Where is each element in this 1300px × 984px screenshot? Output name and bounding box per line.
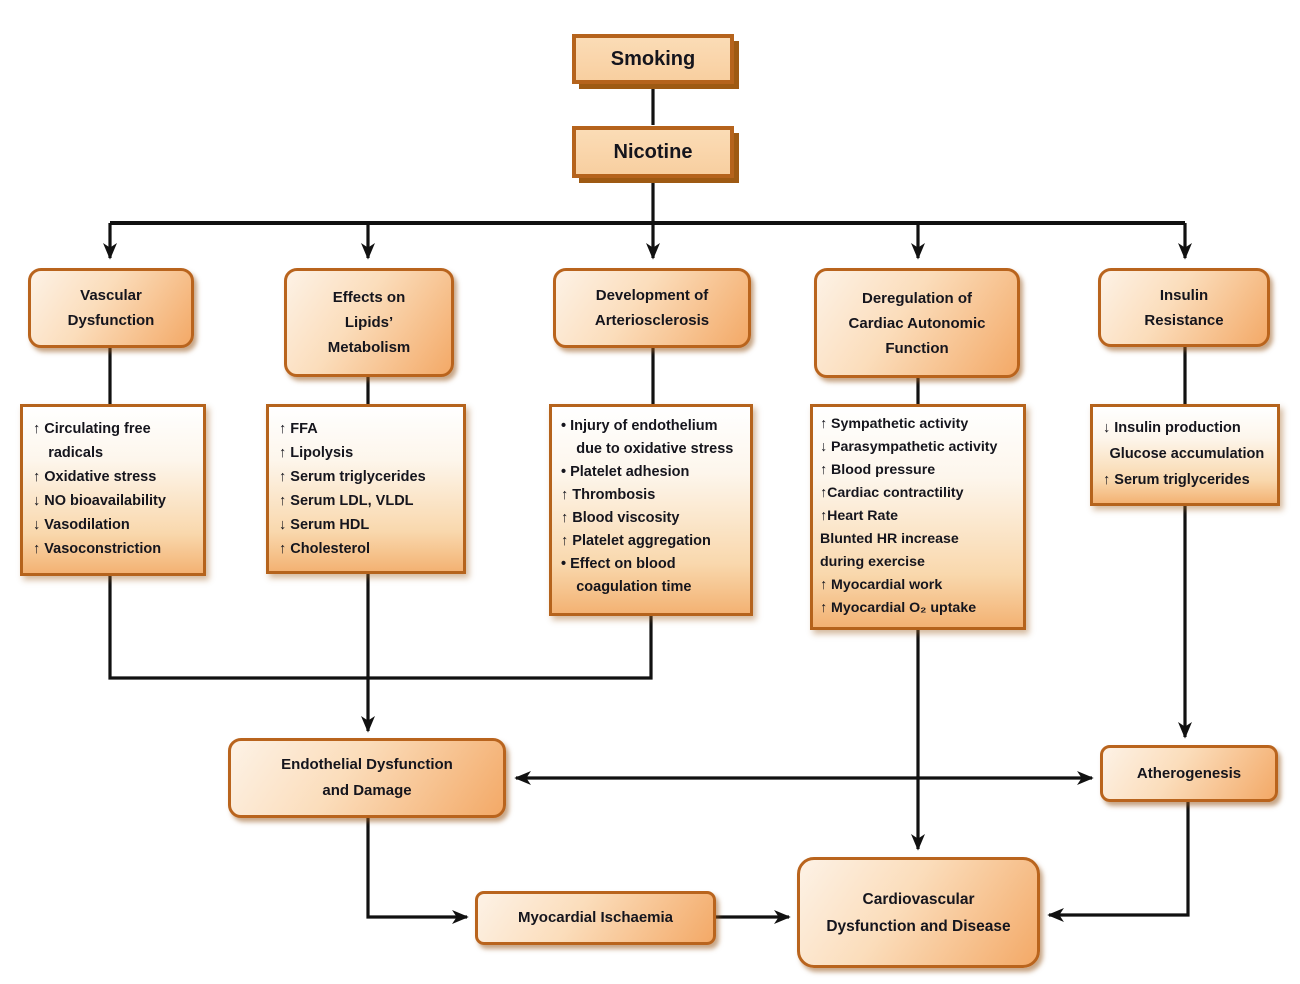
node-vascular-dysfunction: Vascular Dysfunction xyxy=(28,268,194,348)
edge-endothelial-myocardial xyxy=(366,818,469,924)
list-item: ↑Heart Rate xyxy=(820,508,899,524)
node-arteriosclerosis: Development of Arteriosclerosis xyxy=(553,268,751,348)
node-lipids-metabolism: Effects on Lipids’ Metabolism xyxy=(284,268,454,377)
list-item: ↑ Lipolysis xyxy=(279,445,354,461)
list-item: ↑ Myocardial O₂ uptake xyxy=(820,600,977,616)
list-item: ↑ Serum LDL, VLDL xyxy=(279,493,414,509)
detail-list: ↓ Insulin production Glucose accumulatio… xyxy=(1093,407,1277,493)
detail-lipids-metabolism: ↑ FFA ↑ Lipolysis ↑ Serum triglycerides … xyxy=(266,404,466,574)
list-item: • Effect on blood coagulation time xyxy=(561,556,692,595)
list-item: ↑ Cholesterol xyxy=(279,541,371,557)
node-insulin-resistance-label: Insulin Resistance xyxy=(1144,286,1224,329)
list-item: ↑ Platelet aggregation xyxy=(561,533,711,549)
node-vascular-dysfunction-label: Vascular Dysfunction xyxy=(67,287,155,329)
node-endothelial-dysfunction: Endothelial Dysfunction and Damage xyxy=(228,738,506,818)
list-item: ↓ Insulin production xyxy=(1103,420,1241,436)
list-item: ↑ Oxidative stress xyxy=(33,469,157,485)
node-cardiovascular-disease-label: Cardiovascular Dysfunction and Disease xyxy=(826,890,1011,935)
node-endothelial-dysfunction-label: Endothelial Dysfunction and Damage xyxy=(281,756,453,799)
list-item: ↑Cardiac contractility xyxy=(820,485,964,501)
detail-cardiac-autonomic: ↑ Sympathetic activity ↓ Parasympathetic… xyxy=(810,404,1026,630)
node-cardiac-autonomic: Deregulation of Cardiac Autonomic Functi… xyxy=(814,268,1020,378)
list-item: ↑ Myocardial work xyxy=(820,577,943,593)
edge-atherogenesis-cardiovascular xyxy=(1047,802,1190,922)
node-insulin-resistance: Insulin Resistance xyxy=(1098,268,1270,347)
list-item: ↑ Blood viscosity xyxy=(561,510,680,526)
list-item: ↑ Blood pressure xyxy=(820,462,936,478)
detail-list: ↑ Circulating free radicals ↑ Oxidative … xyxy=(23,407,203,561)
list-item: • Injury of endothelium due to oxidative… xyxy=(561,418,734,457)
list-item: ↓ NO bioavailability xyxy=(33,493,166,509)
detail-list: ↑ FFA ↑ Lipolysis ↑ Serum triglycerides … xyxy=(269,407,463,561)
node-smoking-label: Smoking xyxy=(610,47,696,70)
list-item: ↑ Sympathetic activity xyxy=(820,416,969,432)
list-item: Blunted HR increase during exercise xyxy=(820,531,959,570)
node-atherogenesis: Atherogenesis xyxy=(1100,745,1278,802)
node-myocardial-ischaemia: Myocardial Ischaemia xyxy=(475,891,716,945)
node-atherogenesis-label: Atherogenesis xyxy=(1136,764,1242,782)
detail-list: ↑ Sympathetic activity ↓ Parasympathetic… xyxy=(813,407,1023,620)
node-myocardial-ischaemia-label: Myocardial Ischaemia xyxy=(517,909,674,926)
node-cardiac-autonomic-label: Deregulation of Cardiac Autonomic Functi… xyxy=(848,289,986,357)
node-nicotine: Nicotine xyxy=(572,126,734,178)
node-nicotine-label: Nicotine xyxy=(613,140,693,163)
node-arteriosclerosis-label: Development of Arteriosclerosis xyxy=(594,287,710,329)
list-item: Glucose accumulation xyxy=(1109,446,1265,462)
list-item: ↑ Thrombosis xyxy=(561,487,656,503)
detail-insulin-resistance: ↓ Insulin production Glucose accumulatio… xyxy=(1090,404,1280,506)
list-item: ↓ Serum HDL xyxy=(279,517,370,533)
node-cardiovascular-disease: Cardiovascular Dysfunction and Disease xyxy=(797,857,1040,968)
edge-col1-col3-join xyxy=(108,575,653,680)
node-smoking: Smoking xyxy=(572,34,734,84)
list-item: ↑ Circulating free radicals xyxy=(33,421,151,461)
list-item: ↑ Serum triglycerides xyxy=(1103,472,1250,488)
list-item: ↑ Serum triglycerides xyxy=(279,469,426,485)
list-item: ↑ FFA xyxy=(279,421,318,437)
detail-list: • Injury of endothelium due to oxidative… xyxy=(552,407,750,599)
list-item: ↑ Vasoconstriction xyxy=(33,541,162,557)
list-item: ↓ Parasympathetic activity xyxy=(820,439,998,455)
list-item: • Platelet adhesion xyxy=(561,464,690,480)
detail-vascular-dysfunction: ↑ Circulating free radicals ↑ Oxidative … xyxy=(20,404,206,576)
node-lipids-metabolism-label: Effects on Lipids’ Metabolism xyxy=(327,289,411,356)
detail-arteriosclerosis: • Injury of endothelium due to oxidative… xyxy=(549,404,753,616)
list-item: ↓ Vasodilation xyxy=(33,517,130,533)
